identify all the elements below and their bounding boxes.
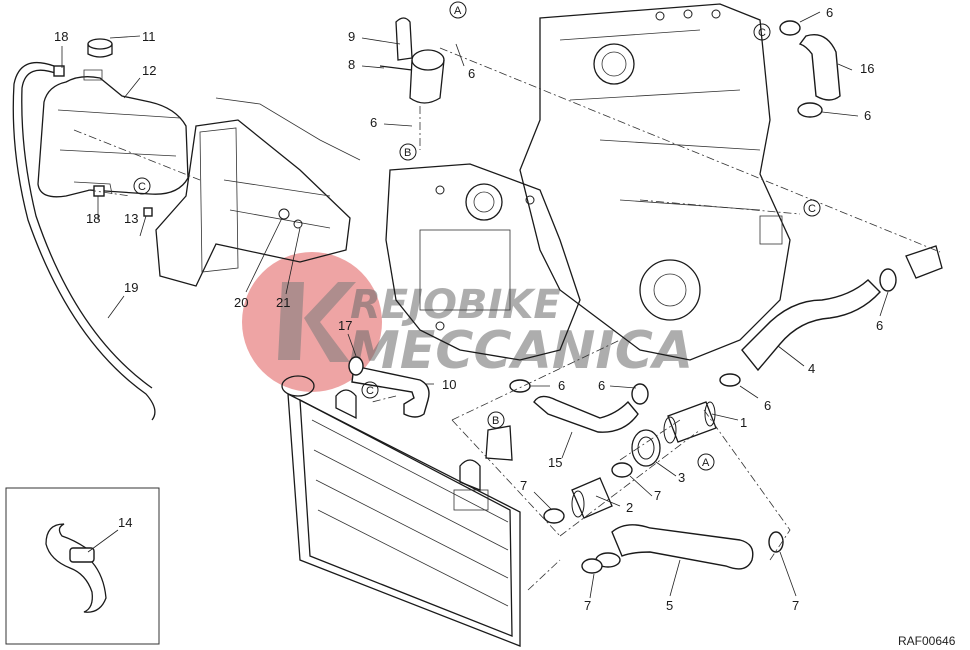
hose-19 — [12, 61, 156, 421]
svg-text:B: B — [404, 147, 411, 159]
callout-6-right: 6 — [876, 318, 883, 333]
callout-2: 2 — [626, 500, 633, 515]
callout-7-upper-left: 7 — [520, 478, 527, 493]
callout-3: 3 — [678, 470, 685, 485]
callout-6-upper-right: 6 — [864, 108, 871, 123]
svg-text:C: C — [758, 27, 766, 39]
callout-6-sensor: 6 — [764, 398, 771, 413]
callout-1: 1 — [740, 415, 747, 430]
callout-7-upper-right: 7 — [654, 488, 661, 503]
callout-8: 8 — [348, 57, 355, 72]
callout-12: 12 — [142, 63, 156, 78]
svg-text:A: A — [702, 457, 710, 469]
callout-6-thermostat-top: 6 — [468, 66, 475, 81]
callout-7-lower-left: 7 — [584, 598, 591, 613]
watermark-line1: REJOBIKE — [350, 282, 561, 328]
reference-code: RAF00646 — [898, 634, 956, 648]
reference-lines — [73, 47, 941, 591]
sensor-1 — [663, 401, 717, 444]
callout-6-thermostat-left: 6 — [370, 115, 377, 130]
callout-9: 9 — [348, 29, 355, 44]
hose-15 — [485, 379, 649, 461]
callout-11: 11 — [142, 29, 156, 44]
connector-a-bottom: A — [697, 453, 715, 471]
tank-cap — [87, 38, 113, 58]
connector-c-tank: C — [133, 177, 151, 195]
callout-15: 15 — [548, 455, 562, 470]
engine-assembly — [385, 3, 791, 361]
watermark-logo-k — [278, 282, 356, 362]
callout-17: 17 — [338, 318, 352, 333]
callout-14: 14 — [118, 515, 132, 530]
hose-5 — [595, 524, 784, 570]
callout-21: 21 — [276, 295, 290, 310]
inset-box-14 — [5, 487, 160, 645]
clip-18 — [53, 65, 105, 197]
frame — [155, 97, 361, 287]
callout-7-lower-right: 7 — [792, 598, 799, 613]
callout-13: 13 — [124, 211, 138, 226]
svg-text:C: C — [138, 181, 146, 193]
sleeve-2 — [571, 477, 613, 519]
connector-b-top: B — [399, 143, 417, 161]
connector-c-radiator: C — [361, 381, 379, 399]
o-ring-3 — [631, 429, 661, 467]
connector-b-bottom: B — [487, 411, 505, 429]
callout-16: 16 — [860, 61, 874, 76]
clamps-7 — [543, 462, 633, 574]
clamp-17 — [348, 356, 364, 376]
watermark: REJOBIKE MECCANICA — [242, 252, 693, 392]
hose-16 — [779, 20, 841, 118]
callout-4: 4 — [808, 361, 815, 376]
callout-6-top-right: 6 — [826, 5, 833, 20]
callout-10: 10 — [442, 377, 456, 392]
radiator — [281, 375, 521, 647]
callouts: 11 18 12 18 13 19 20 21 9 8 6 6 6 16 6 6… — [54, 5, 883, 613]
leader-lines — [61, 11, 889, 599]
callout-18-top: 18 — [54, 29, 68, 44]
connectors: A A B B C C C C — [133, 1, 821, 471]
hose-4 — [719, 245, 943, 387]
screw-13 — [143, 207, 153, 217]
radiator-hose-10 — [351, 365, 430, 418]
expansion-tank — [37, 69, 189, 198]
callout-19: 19 — [124, 280, 138, 295]
callout-18-bottom: 18 — [86, 211, 100, 226]
callout-6-hose15-left: 6 — [558, 378, 565, 393]
svg-text:C: C — [808, 203, 816, 215]
callout-6-hose15-right: 6 — [598, 378, 605, 393]
callout-20: 20 — [234, 295, 248, 310]
svg-text:B: B — [492, 415, 499, 427]
connector-c-top-right: C — [753, 23, 771, 41]
connector-c-right: C — [803, 199, 821, 217]
svg-text:A: A — [454, 5, 462, 17]
thermostat-housing — [379, 17, 445, 104]
watermark-line2: MECCANICA — [348, 321, 693, 381]
connector-a-top: A — [449, 1, 467, 19]
svg-text:C: C — [366, 385, 374, 397]
callout-5: 5 — [666, 598, 673, 613]
